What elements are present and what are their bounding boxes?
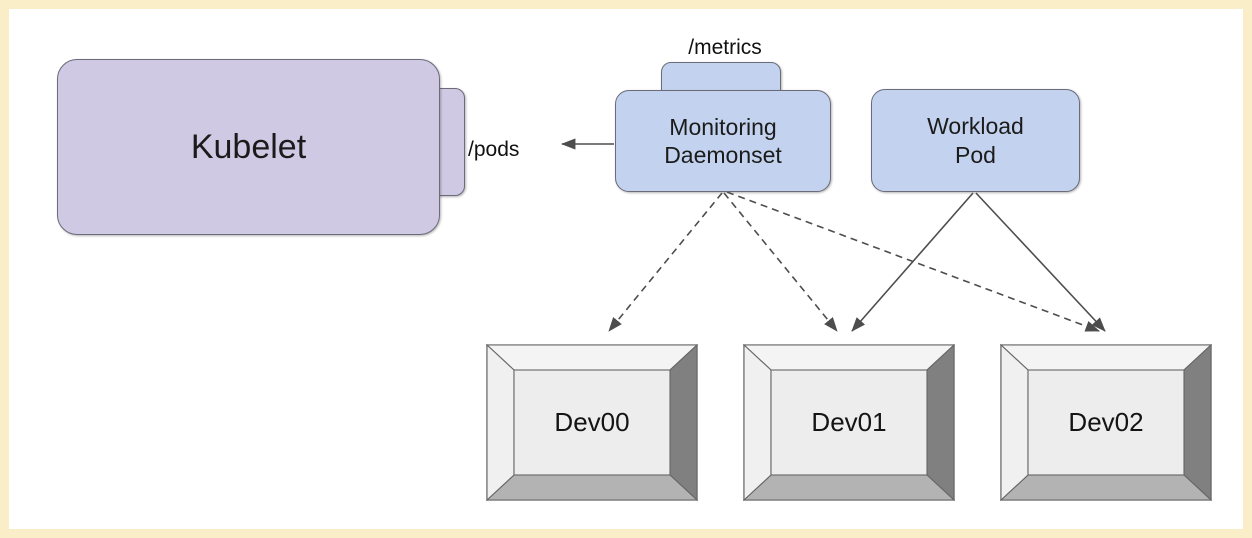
device-shape-icon xyxy=(743,344,955,501)
monitoring-daemonset-node[interactable]: Monitoring Daemonset xyxy=(615,90,831,192)
edge-workload-to-dev01 xyxy=(851,192,974,332)
workload-pod-label-line1: Workload xyxy=(927,113,1024,140)
device-box-dev02[interactable]: Dev02 xyxy=(1000,344,1212,501)
device-label-dev00: Dev00 xyxy=(554,407,630,437)
workload-pod-node[interactable]: Workload Pod xyxy=(871,89,1080,192)
device-shape-icon xyxy=(1000,344,1212,501)
edge-monitoring-to-dev02 xyxy=(726,191,1100,332)
device-label-dev01: Dev01 xyxy=(811,407,887,437)
monitoring-daemonset-label-line2: Daemonset xyxy=(664,142,782,168)
device-shape-icon xyxy=(486,344,698,501)
kubelet-node[interactable]: Kubelet xyxy=(57,59,440,235)
edge-monitoring-to-dev01 xyxy=(723,192,838,332)
edge-monitoring-to-dev00 xyxy=(608,192,723,332)
metrics-endpoint-label: /metrics xyxy=(688,36,762,59)
device-label-dev02: Dev02 xyxy=(1068,407,1144,437)
device-box-dev00[interactable]: Dev00 xyxy=(486,344,698,501)
device-box-dev01[interactable]: Dev01 xyxy=(743,344,955,501)
kubelet-pods-endpoint-label: /pods xyxy=(468,138,520,161)
edge-workload-to-dev02 xyxy=(975,192,1106,332)
workload-pod-label-line2: Pod xyxy=(955,141,996,168)
monitoring-daemonset-label-line1: Monitoring xyxy=(669,113,777,140)
diagram-canvas: Kubelet /pods /metrics Monitoring Daemon… xyxy=(9,9,1243,529)
kubelet-label: Kubelet xyxy=(190,127,307,166)
